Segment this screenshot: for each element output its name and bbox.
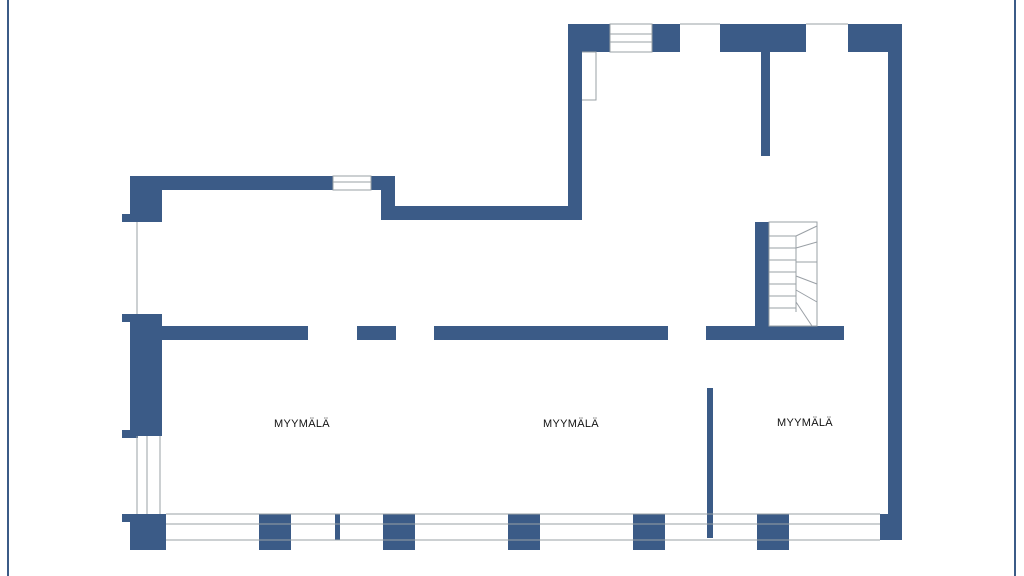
pillar-bottom-4	[508, 514, 540, 550]
room-label-middle: MYYMÄLÄ	[543, 418, 599, 430]
pillar-bottom-2b	[335, 514, 340, 540]
wall-top-3	[720, 24, 806, 52]
thin-lines	[136, 23, 880, 541]
pillar-bottom-3	[383, 514, 415, 550]
room-labels: MYYMÄLÄ MYYMÄLÄ MYYMÄLÄ	[274, 417, 833, 430]
pillar-bottom-2	[259, 514, 291, 550]
shop-divider	[707, 388, 713, 538]
wall-left-upper-stub	[122, 214, 138, 222]
wall-left-middle	[130, 314, 162, 436]
wall-top-1	[568, 24, 610, 52]
wall-top-2	[652, 24, 680, 52]
partition-3	[434, 326, 668, 340]
wall-right	[888, 24, 902, 540]
partition-4	[706, 326, 844, 340]
interior-walls	[160, 52, 844, 538]
wall-left-wing-top	[130, 176, 333, 190]
wall-step-horizontal	[381, 206, 580, 220]
wall-left-lower-stub	[122, 430, 138, 438]
room-label-left: MYYMÄLÄ	[274, 418, 330, 430]
pillar-bottom-5	[633, 514, 665, 550]
wall-tower-left	[568, 24, 582, 220]
page-border	[7, 0, 1016, 576]
wall-bottom-right	[880, 514, 902, 540]
stair-wall	[755, 222, 769, 340]
staircase	[768, 221, 818, 327]
pillar-bottom-6	[757, 514, 789, 550]
wall-left-middle-stub	[122, 314, 138, 322]
room-label-right: MYYMÄLÄ	[777, 417, 833, 429]
exterior-walls	[122, 24, 902, 550]
partition-2	[357, 326, 396, 340]
tower-partition	[761, 52, 770, 156]
partition-1	[160, 326, 308, 340]
pillar-bottom-1-stub	[122, 514, 138, 522]
